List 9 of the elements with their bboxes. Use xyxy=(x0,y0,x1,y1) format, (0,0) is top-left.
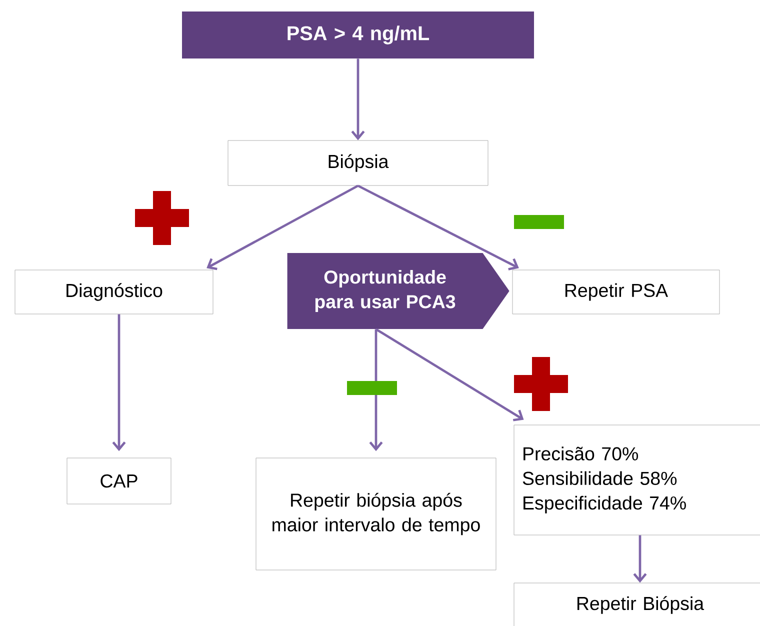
process-box: Diagnóstico xyxy=(14,270,214,314)
process-box: Precisão 70% Sensibilidade 58% Especificidade 74% xyxy=(514,424,760,536)
process-box: Biópsia xyxy=(228,140,488,186)
process-box: Repetir Biópsia xyxy=(514,582,760,626)
process-box: Repetir biópsia após maior intervalo de tempo xyxy=(256,458,496,570)
process-box: Repetir PSA xyxy=(512,270,720,314)
banner-box: PSA > 4 ng/mL xyxy=(182,12,534,58)
process-box: CAP xyxy=(66,458,172,504)
arrow-shaped-box: Oportunidade para usar PCA3 xyxy=(287,253,510,329)
